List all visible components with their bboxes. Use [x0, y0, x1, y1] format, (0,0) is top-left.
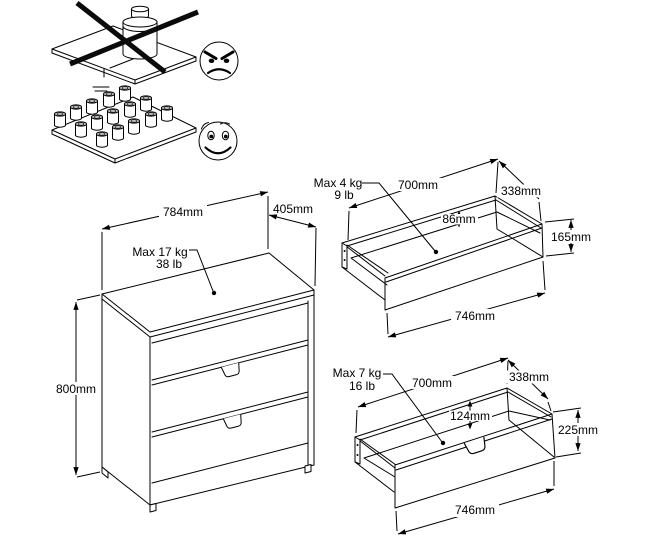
leader-dot	[440, 440, 446, 446]
bottom-drawer-inner-width-label: 700mm	[412, 376, 452, 390]
drawer-handle-icon	[222, 413, 244, 430]
foot	[149, 503, 157, 513]
dresser-max-load-lb-label: 38 lb	[156, 257, 182, 271]
top-drawer-drawing: 700mm 338mm 86mm 165mm 746mm Max 4 kg 9 …	[314, 158, 595, 338]
top-drawer-outer-width-label: 746mm	[455, 309, 495, 323]
foot	[101, 466, 109, 479]
bottom-drawer-front-height-label: 225mm	[558, 423, 598, 437]
foot	[304, 464, 312, 474]
dresser-dimensions: 784mm 405mm 800mm Max 17 kg 38 lb	[52, 191, 317, 478]
bottom-drawer-depth-label: 338mm	[509, 370, 549, 384]
drawer-handle-icon	[220, 362, 242, 379]
angry-face-icon	[199, 41, 239, 81]
top-drawer-inner-height-label: 86mm	[442, 212, 475, 226]
top-drawer-front-height-label: 165mm	[551, 230, 591, 244]
dresser-height-label: 800mm	[56, 382, 96, 396]
top-drawer-max-load-label: Max 4 kg	[314, 176, 363, 190]
prohibition-cross-icon	[69, 1, 199, 74]
chest-drawing: 784mm 405mm 800mm Max 17 kg 38 lb	[52, 191, 317, 513]
leader-dot	[211, 290, 217, 296]
bottom-drawer-max-load-lb-label: 16 lb	[349, 379, 375, 393]
top-drawer-dimensions: 700mm 338mm 86mm 165mm 746mm Max 4 kg 9 …	[314, 158, 595, 338]
top-drawer-inner-width-label: 700mm	[398, 178, 438, 192]
dresser-width-label: 784mm	[163, 205, 203, 219]
prohibited-loading-illustration	[51, 1, 239, 92]
dresser-depth-label: 405mm	[273, 202, 313, 216]
bottom-drawer-outer-width-label: 746mm	[455, 503, 495, 517]
dresser-max-load-label: Max 17 kg	[132, 245, 187, 259]
leader-dot	[433, 249, 439, 255]
bottom-drawer-max-load-label: Max 7 kg	[333, 366, 382, 380]
top-drawer-max-load-lb-label: 9 lb	[334, 188, 354, 202]
bottom-drawer-dimensions: 700mm 338mm 124mm 225mm 746mm Max 7 kg 1…	[333, 357, 602, 535]
bottom-drawer-inner-height-label: 124mm	[450, 409, 490, 423]
bottom-drawer-drawing: 700mm 338mm 124mm 225mm 746mm Max 7 kg 1…	[333, 357, 602, 535]
happy-face-icon	[198, 121, 238, 161]
top-drawer-depth-label: 338mm	[501, 184, 541, 198]
allowed-loading-illustration	[51, 85, 238, 164]
